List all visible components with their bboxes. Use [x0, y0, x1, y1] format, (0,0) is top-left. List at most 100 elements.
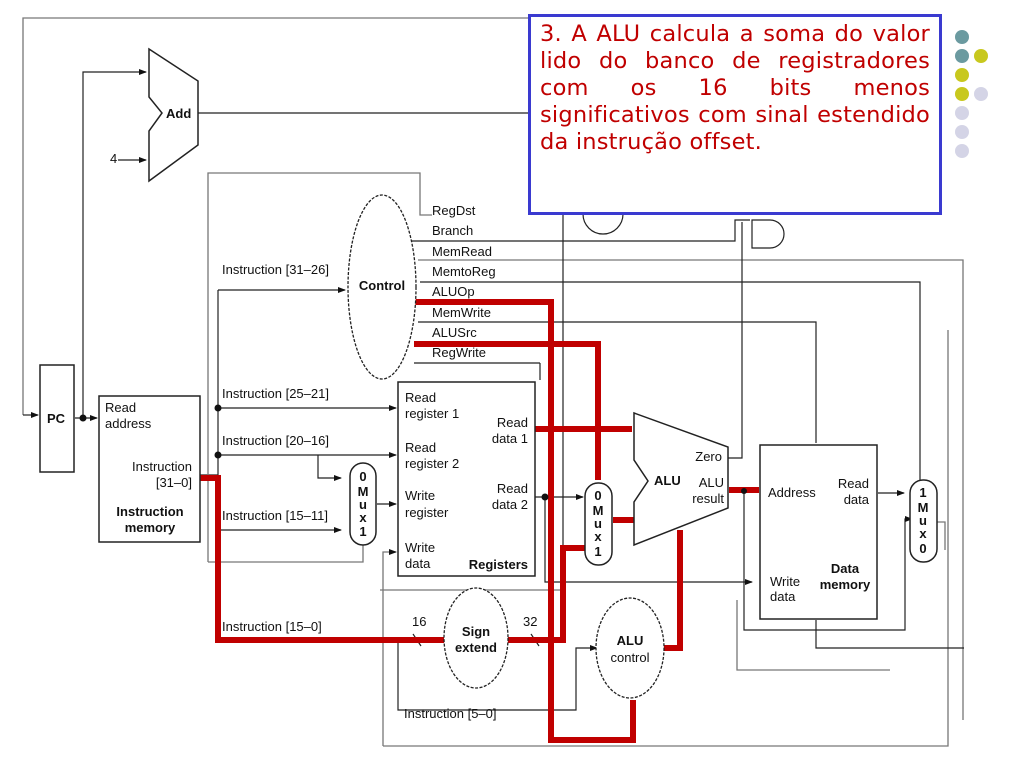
mux-memtoreg: 1 M u x 0 [909, 479, 938, 563]
label-instr-31-26: Instruction [31–26] [222, 262, 329, 277]
signal-memtoreg: MemtoReg [432, 264, 496, 279]
signal-memread: MemRead [432, 244, 492, 259]
reg-write-data-label-a: Write [405, 540, 435, 555]
mux-regdst-input-1: 1 [359, 524, 366, 539]
highlight-aluop [414, 299, 636, 743]
mux-memtoreg-u: u [919, 513, 927, 528]
read-address-label-2: address [105, 416, 152, 431]
sign-extend: Sign extend [443, 587, 509, 689]
mux-regdst: 0 M u x 1 [349, 462, 377, 546]
alu-control: ALU control [595, 597, 665, 699]
read-data-1-label-a: Read [497, 415, 528, 430]
mux-regdst-x: x [359, 510, 367, 525]
dot-1 [955, 30, 969, 44]
mux-memtoreg-m: M [918, 500, 929, 515]
dot-3 [974, 49, 988, 63]
data-memory-title-a: Data [831, 561, 860, 576]
mux-alusrc-x: x [594, 529, 602, 544]
junction-dots [79, 404, 747, 501]
highlight-instruction-to-sign-extend [200, 475, 445, 643]
dot-8 [955, 125, 969, 139]
data-memory: Address Read data Write data Data memory [759, 444, 878, 620]
reg-write-data-label-b: data [405, 556, 431, 571]
mux-memtoreg-input-1: 1 [919, 485, 926, 500]
mux-alusrc-u: u [594, 516, 602, 531]
highlight-alu-control-to-alu [662, 530, 683, 651]
mux-alusrc-m: M [593, 503, 604, 518]
dot-6 [974, 87, 988, 101]
signal-regwrite: RegWrite [432, 345, 486, 360]
signal-aluop: ALUOp [432, 284, 475, 299]
read-address-label-1: Read [105, 400, 136, 415]
read-register-2-label-b: register 2 [405, 456, 459, 471]
mem-write-data-label-b: data [770, 589, 796, 604]
alu-zero-label: Zero [695, 449, 722, 464]
write-register-label-a: Write [405, 488, 435, 503]
sign-extend-label-b: extend [455, 640, 497, 655]
label-instr-15-0: Instruction [15–0] [222, 619, 322, 634]
instruction-memory: Read address Instruction [31–0] Instruct… [98, 395, 201, 543]
read-data-2-label-a: Read [497, 481, 528, 496]
read-data-2-label-b: data 2 [492, 497, 528, 512]
registers-title: Registers [469, 557, 528, 572]
mux-memtoreg-x: x [919, 526, 927, 541]
mux-regdst-m: M [358, 484, 369, 499]
write-register-label-b: register [405, 505, 449, 520]
label-instr-15-11: Instruction [15–11] [222, 508, 328, 523]
label-instr-5-0: Instruction [5–0] [404, 706, 497, 721]
read-register-1-label-a: Read [405, 390, 436, 405]
mem-read-data-label-a: Read [838, 476, 869, 491]
alu: ALU Zero ALU result [633, 411, 729, 547]
mem-read-data-label-b: data [844, 492, 870, 507]
register-file: Read register 1 Read register 2 Write re… [397, 381, 536, 577]
signal-alusrc: ALUSrc [432, 325, 477, 340]
label-instr-20-16: Instruction [20–16] [222, 433, 329, 448]
dot-7 [955, 106, 969, 120]
label-instr-25-21: Instruction [25–21] [222, 386, 329, 401]
control-title: Control [359, 278, 405, 293]
mux-alusrc: 0 M u x 1 [584, 482, 613, 566]
instruction-memory-title-1: Instruction [116, 504, 183, 519]
wire-labels: Instruction [31–26] Instruction [25–21] … [222, 262, 497, 721]
highlight-sign-extend-to-mux [502, 545, 585, 643]
dot-2 [955, 49, 969, 63]
read-data-1-label-b: data 1 [492, 431, 528, 446]
alu-result-label-b: result [692, 491, 724, 506]
annotation-text: 3. A ALU calcula a soma do valor lido do… [540, 21, 930, 155]
dot-9 [955, 144, 969, 158]
signal-memwrite: MemWrite [432, 305, 491, 320]
mem-write-data-label-a: Write [770, 574, 800, 589]
instruction-out-label-2: [31–0] [156, 475, 192, 490]
wires [22, 17, 964, 747]
highlighted-path [200, 299, 759, 743]
annotation-callout: 3. A ALU calcula a soma do valor lido do… [528, 14, 942, 215]
alu-title: ALU [654, 473, 681, 488]
alu-result-label-a: ALU [699, 475, 724, 490]
dot-5 [955, 87, 969, 101]
pc-adder: Add [148, 47, 199, 183]
const-four-label: 4 [110, 151, 117, 166]
read-register-1-label-b: register 1 [405, 406, 459, 421]
dot-4 [955, 68, 969, 82]
data-memory-title-b: memory [820, 577, 871, 592]
alu-control-label-b: control [610, 650, 649, 665]
mux-alusrc-input-0: 0 [594, 488, 601, 503]
highlight-alusrc [414, 341, 601, 480]
instruction-out-label-1: Instruction [132, 459, 192, 474]
read-register-2-label-a: Read [405, 440, 436, 455]
mux-alusrc-input-1: 1 [594, 544, 601, 559]
instruction-memory-title-2: memory [125, 520, 176, 535]
alu-control-label-a: ALU [617, 633, 644, 648]
sign-extend-label-a: Sign [462, 624, 490, 639]
address-label: Address [768, 485, 816, 500]
control-unit: Control [347, 194, 417, 380]
mux-regdst-input-0: 0 [359, 469, 366, 484]
control-signals: RegDst Branch MemRead MemtoReg ALUOp Mem… [432, 203, 496, 360]
pc-label: PC [47, 411, 66, 426]
mux-memtoreg-input-0: 0 [919, 541, 926, 556]
pc-register: PC [39, 364, 75, 473]
bus-width-16: 16 [412, 614, 426, 629]
signal-branch: Branch [432, 223, 473, 238]
add-label: Add [166, 106, 191, 121]
